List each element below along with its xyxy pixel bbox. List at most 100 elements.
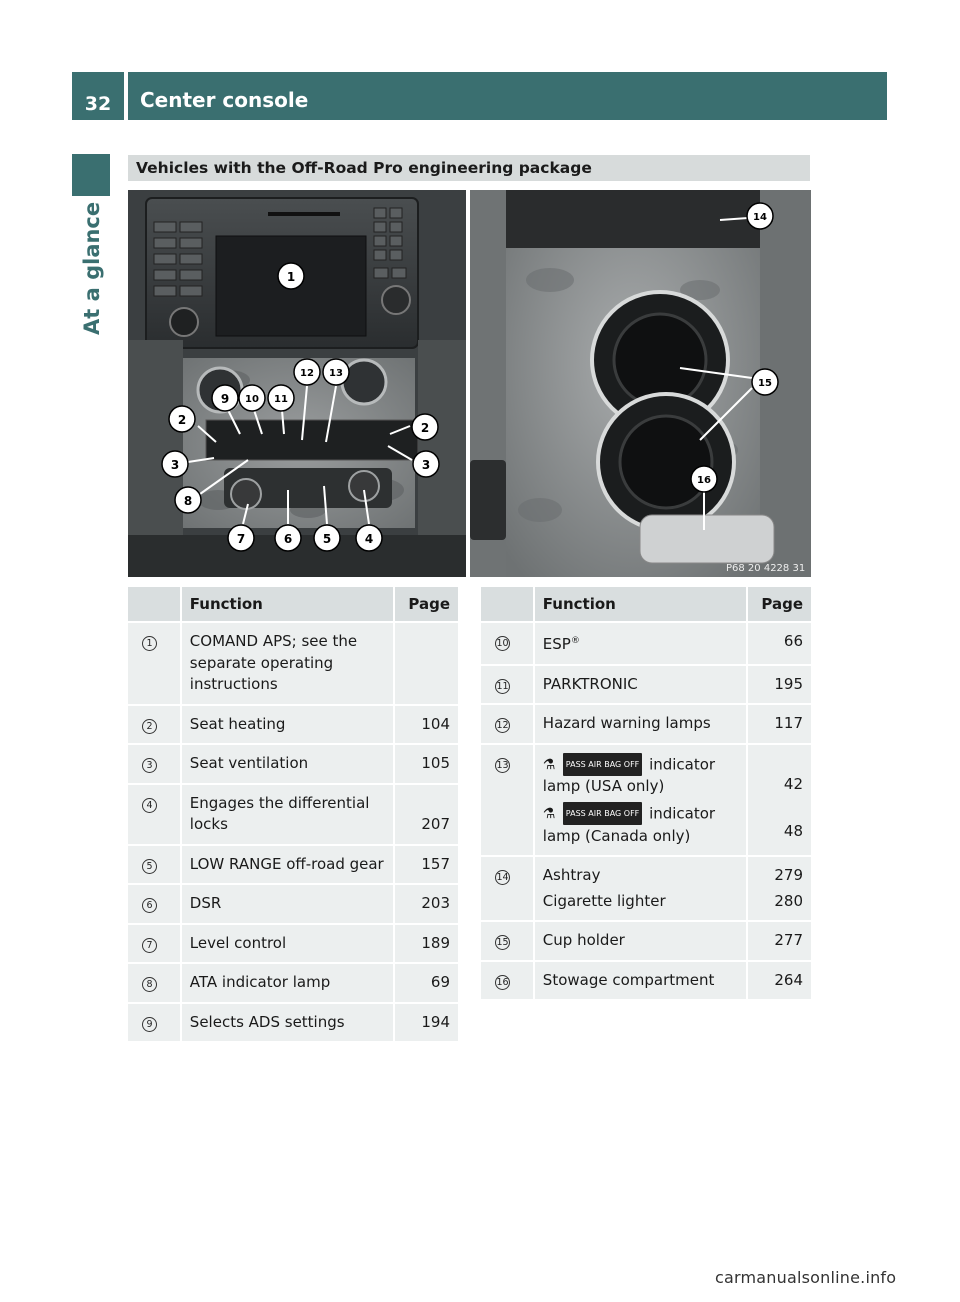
page-ref: 66	[747, 622, 811, 665]
function-text: Selects ADS settings	[180, 1002, 396, 1042]
svg-text:11: 11	[274, 394, 288, 405]
item-number: 15	[495, 935, 510, 950]
child-seat-icon: ⚗	[542, 806, 556, 822]
chapter-title: Center console	[140, 88, 309, 112]
function-text: Hazard warning lamps	[533, 704, 749, 744]
item-number: 2	[142, 718, 157, 734]
svg-text:14: 14	[753, 212, 767, 223]
page-ref: 264	[747, 960, 811, 1000]
section-title: Vehicles with the Off-Road Pro engineeri…	[136, 159, 592, 177]
table-row: 8 ATA indicator lamp 69	[128, 963, 458, 1003]
page-ref: 117	[747, 704, 811, 744]
page-number: 32	[84, 93, 112, 115]
header-bar	[128, 72, 887, 120]
function-text: Cup holder	[533, 921, 749, 961]
function-table-right: Function Page 10 ESP® 66 11 PARKTRONIC 1…	[481, 587, 811, 1001]
item-number: 4	[142, 797, 157, 813]
table-row: 2 Seat heating 104	[128, 704, 458, 744]
svg-text:12: 12	[300, 368, 314, 379]
table-row: 10 ESP® 66	[481, 622, 811, 665]
svg-text:3: 3	[422, 458, 430, 472]
item-number: 5	[142, 858, 157, 874]
svg-text:16: 16	[697, 475, 711, 486]
side-tab-block	[72, 154, 110, 196]
function-text: indicator lamp (Canada only)	[542, 804, 716, 845]
page-ref: 42	[783, 775, 803, 793]
registered-mark: ®	[570, 636, 580, 646]
function-text: ATA indicator lamp	[180, 963, 396, 1003]
page-ref: 105	[394, 744, 458, 784]
table-row: 16 Stowage compartment 264	[481, 960, 811, 1000]
svg-text:10: 10	[245, 394, 259, 405]
function-text: Ashtray	[542, 866, 601, 884]
svg-text:4: 4	[365, 532, 373, 546]
svg-text:5: 5	[323, 532, 331, 546]
function-table-left: Function Page 1 COMAND APS; see the sepa…	[128, 587, 458, 1043]
function-text: PARKTRONIC	[533, 664, 749, 704]
table-row: 11 PARKTRONIC 195	[481, 664, 811, 704]
svg-text:15: 15	[758, 378, 772, 389]
center-console-photo: 1 2 2 3 3 4 5 6 7 8 9 10 11 12 13	[128, 190, 466, 577]
header-page-block	[72, 72, 124, 120]
table-row: 1 COMAND APS; see the separate operating…	[128, 622, 458, 705]
item-number: 1	[142, 636, 157, 651]
page-ref: 207	[394, 783, 458, 845]
table-header-row: Function Page	[128, 587, 458, 622]
item-number: 11	[495, 678, 510, 694]
item-number: 6	[142, 898, 157, 913]
column-header-page: Page	[747, 587, 811, 622]
table-row: 3 Seat ventilation 105	[128, 744, 458, 784]
item-number: 12	[495, 718, 510, 733]
function-text: Seat ventilation	[180, 744, 396, 784]
function-text: ESP	[542, 635, 571, 653]
function-text: LOW RANGE off-road gear	[180, 844, 396, 884]
table-row: 15 Cup holder 277	[481, 921, 811, 961]
table-row: 4 Engages the differential locks 207	[128, 783, 458, 845]
side-tab-label: At a glance	[80, 201, 104, 335]
page-ref: 157	[394, 844, 458, 884]
svg-text:9: 9	[221, 392, 229, 406]
svg-text:2: 2	[421, 421, 429, 435]
airbag-off-icon: PASS AIR BAG OFF	[562, 752, 643, 776]
item-number: 16	[495, 974, 510, 990]
function-text: DSR	[180, 884, 396, 924]
table-row: 12 Hazard warning lamps 117	[481, 704, 811, 744]
column-header-page: Page	[394, 587, 458, 622]
function-text: Level control	[180, 923, 396, 963]
column-header-function: Function	[533, 587, 749, 622]
page-ref: 48	[783, 822, 803, 840]
table-row: 9 Selects ADS settings 194	[128, 1002, 458, 1042]
table-row: 14 Ashtray Cigarette lighter 279 280	[481, 856, 811, 921]
child-seat-icon: ⚗	[542, 756, 556, 773]
function-text: indicator lamp (USA only)	[542, 754, 716, 796]
page-ref: 280	[774, 891, 803, 910]
function-text: Engages the differential locks	[180, 783, 396, 845]
page-ref: 69	[394, 963, 458, 1003]
item-number: 9	[142, 1016, 157, 1032]
page-ref: 203	[394, 884, 458, 924]
page-ref: 279	[774, 866, 803, 884]
item-number: 13	[495, 757, 510, 773]
table-row: 6 DSR 203	[128, 884, 458, 924]
callout-1: 1	[277, 262, 305, 290]
page-ref: 104	[394, 704, 458, 744]
airbag-off-icon: PASS AIR BAG OFF	[562, 801, 643, 826]
function-text: Stowage compartment	[533, 960, 749, 1000]
watermark[interactable]: carmanualsonline.info	[715, 1268, 897, 1287]
section-title-bar	[128, 155, 810, 181]
column-header-function: Function	[180, 587, 396, 622]
svg-text:1: 1	[287, 270, 295, 284]
cup-holder-photo: 14 15 16 P68 20 4228 31	[470, 190, 811, 577]
table-row: 5 LOW RANGE off-road gear 157	[128, 844, 458, 884]
page-ref	[394, 622, 458, 705]
image-code: P68 20 4228 31	[726, 563, 805, 574]
page-ref: 189	[394, 923, 458, 963]
svg-text:3: 3	[171, 458, 179, 472]
svg-text:8: 8	[184, 494, 192, 508]
svg-text:7: 7	[237, 532, 245, 546]
svg-text:6: 6	[284, 532, 292, 546]
function-text: Cigarette lighter	[542, 891, 666, 910]
svg-text:13: 13	[329, 368, 343, 379]
item-number: 3	[142, 758, 157, 773]
item-number: 14	[495, 870, 510, 885]
